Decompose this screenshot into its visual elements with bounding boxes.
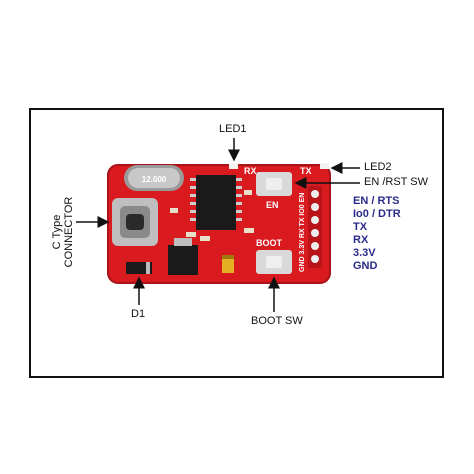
led1: [229, 163, 238, 169]
pin-label: RX: [353, 234, 369, 246]
tantalum-capacitor: [222, 255, 234, 273]
silk-en: EN: [266, 200, 279, 210]
callout-led1: LED1: [219, 123, 247, 135]
callout-d1: D1: [131, 308, 146, 320]
voltage-regulator: [168, 245, 198, 275]
pin-legend: EN / RTS Io0 / DTR TX RX 3.3V GND: [353, 195, 401, 273]
pin-header: [308, 186, 322, 268]
callout-en-rst-sw: EN /RST SW: [364, 176, 428, 188]
pin-label: Io0 / DTR: [353, 208, 401, 220]
silk-rx: RX: [244, 166, 257, 176]
silk-pin-row: GND 3.3V RX TX IO0 EN: [299, 193, 306, 272]
pin-label: 3.3V: [353, 247, 376, 259]
silk-boot: BOOT: [256, 238, 283, 248]
pin-label: EN / RTS: [353, 195, 400, 207]
c-type-line2: CONNECTOR: [63, 196, 75, 268]
callout-boot-sw: BOOT SW: [251, 315, 303, 327]
usb-serial-ic: [196, 175, 236, 230]
led2: [320, 163, 329, 169]
silk-tx: TX: [300, 166, 312, 176]
pin-label: GND: [353, 260, 378, 272]
diode-d1: [126, 262, 152, 274]
callout-led2: LED2: [364, 161, 392, 173]
pin-label: TX: [353, 221, 368, 233]
crystal-label: 12.000: [142, 175, 167, 184]
c-type-line1: C Type: [51, 214, 63, 250]
diagram-frame: [29, 108, 444, 378]
